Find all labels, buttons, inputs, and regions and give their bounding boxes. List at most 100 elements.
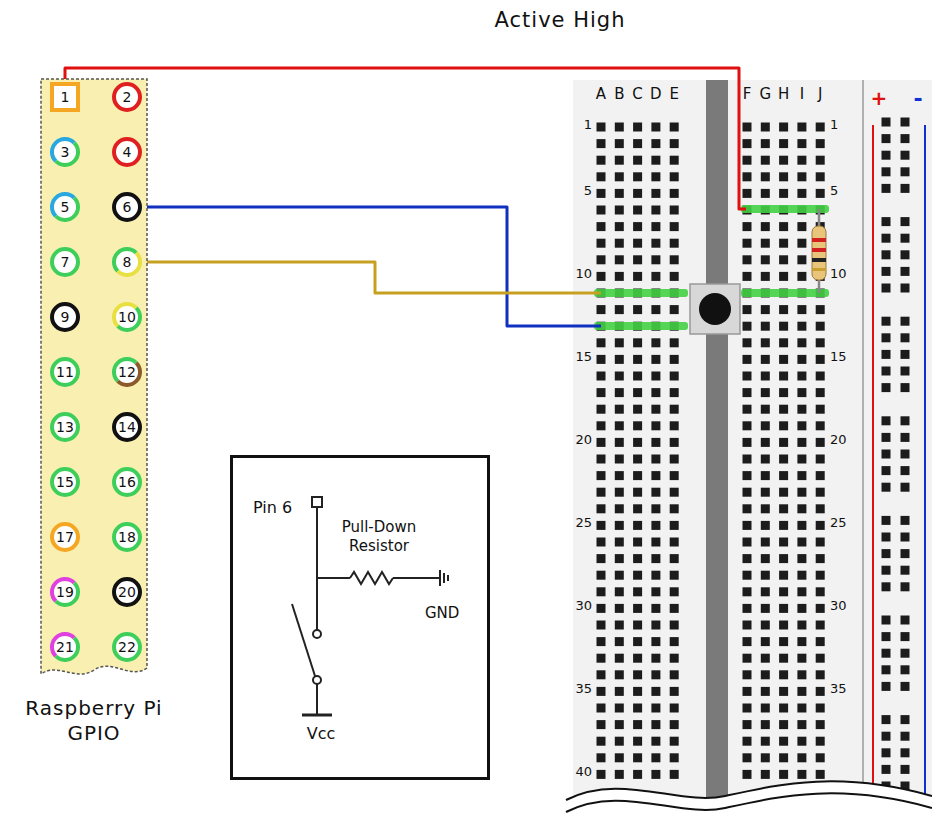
breadboard-hole (797, 737, 806, 746)
breadboard-hole (743, 704, 752, 713)
gpio-pin: 20 (112, 577, 142, 607)
breadboard-hole (651, 239, 660, 248)
breadboard-hole (743, 687, 752, 696)
schematic-label: Pin 6 (253, 498, 292, 517)
breadboard-hole (670, 455, 679, 464)
gpio-pin: 10 (112, 302, 142, 332)
breadboard-hole (779, 222, 788, 231)
breadboard-hole (633, 571, 642, 580)
breadboard-hole (597, 206, 606, 215)
breadboard-hole (797, 770, 806, 779)
pin-ring (50, 412, 80, 442)
breadboard-hole (882, 715, 891, 724)
breadboard-hole (633, 372, 642, 381)
row-highlight (594, 322, 688, 330)
breadboard-hole (743, 322, 752, 331)
breadboard-hole (761, 720, 770, 729)
gpio-header: Raspberry Pi GPIO12345678910111213141516… (40, 78, 148, 688)
resistor-band (812, 268, 826, 271)
breadboard-hole (615, 455, 624, 464)
column-letter: D (650, 85, 662, 103)
breadboard-hole (816, 388, 825, 397)
breadboard-hole (743, 455, 752, 464)
breadboard-hole (615, 305, 624, 314)
breadboard-hole (882, 234, 891, 243)
breadboard-hole (816, 521, 825, 530)
breadboard-hole (651, 438, 660, 447)
breadboard-hole (761, 123, 770, 132)
breadboard-hole (901, 284, 910, 293)
breadboard-hole (901, 184, 910, 193)
breadboard-hole (901, 732, 910, 741)
gpio-pin: 13 (50, 412, 80, 442)
breadboard-hole (670, 471, 679, 480)
gpio-pin: 15 (50, 467, 80, 497)
breadboard-hole (670, 687, 679, 696)
header-outline (41, 79, 147, 674)
breadboard-hole (779, 139, 788, 148)
breadboard-hole (670, 770, 679, 779)
breadboard-hole (882, 333, 891, 342)
breadboard-hole (633, 587, 642, 596)
pin-ring (112, 137, 142, 167)
breadboard-hole (651, 604, 660, 613)
breadboard-hole (633, 521, 642, 530)
ground-symbol (439, 570, 441, 586)
button-cap (699, 293, 731, 325)
pin-ring (112, 82, 142, 112)
breadboard-hole (882, 250, 891, 259)
breadboard-hole (779, 704, 788, 713)
breadboard-hole (651, 753, 660, 762)
breadboard-hole (882, 217, 891, 226)
row-number: 30 (830, 598, 847, 613)
breadboard-hole (743, 156, 752, 165)
breadboard-hole (633, 604, 642, 613)
breadboard-hole (761, 753, 770, 762)
breadboard-hole (779, 438, 788, 447)
breadboard-hole (797, 172, 806, 181)
breadboard-hole (651, 305, 660, 314)
breadboard-hole (901, 450, 910, 459)
breadboard-hole (651, 372, 660, 381)
breadboard-hole (816, 438, 825, 447)
board-label: Raspberry Pi GPIO (10, 696, 178, 746)
breadboard-hole (901, 533, 910, 542)
breadboard-hole (633, 438, 642, 447)
breadboard-hole (743, 189, 752, 198)
breadboard-hole (670, 239, 679, 248)
breadboard-hole (615, 471, 624, 480)
breadboard-hole (882, 284, 891, 293)
gpio-pin: 3 (50, 137, 80, 167)
breadboard-hole (670, 255, 679, 264)
pin-ring (112, 192, 142, 222)
breadboard-hole (797, 239, 806, 248)
breadboard-hole (761, 455, 770, 464)
breadboard-hole (816, 455, 825, 464)
breadboard-hole (651, 770, 660, 779)
rail-divider (862, 80, 864, 816)
breadboard-hole (779, 554, 788, 563)
breadboard-hole (779, 421, 788, 430)
breadboard-hole (901, 765, 910, 774)
breadboard-hole (882, 466, 891, 475)
breadboard-hole (779, 123, 788, 132)
breadboard-hole (779, 621, 788, 630)
row-number: 35 (575, 681, 592, 696)
breadboard-hole (901, 350, 910, 359)
breadboard-hole (670, 438, 679, 447)
breadboard-hole (816, 604, 825, 613)
breadboard-hole (761, 405, 770, 414)
breadboard-hole (901, 333, 910, 342)
breadboard-hole (761, 272, 770, 281)
breadboard-hole (615, 206, 624, 215)
breadboard-hole (816, 571, 825, 580)
breadboard-hole (761, 189, 770, 198)
breadboard-hole (761, 471, 770, 480)
breadboard-hole (670, 156, 679, 165)
breadboard-hole (816, 554, 825, 563)
breadboard-hole (670, 621, 679, 630)
breadboard-hole (633, 621, 642, 630)
pin-ring (50, 522, 80, 552)
breadboard-hole (651, 504, 660, 513)
breadboard-hole (901, 217, 910, 226)
